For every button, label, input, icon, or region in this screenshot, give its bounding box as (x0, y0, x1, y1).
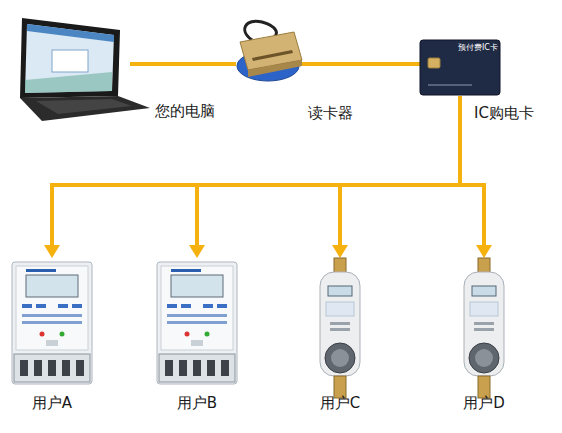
laptop-keyboard (36, 99, 132, 114)
card-reader-node: 读卡器 (236, 28, 302, 84)
connector-line (52, 96, 460, 248)
connector (130, 64, 236, 65)
user-meter-node: 用户A (10, 258, 94, 412)
node-label: 用户A (0, 394, 114, 412)
electric-meter (12, 262, 92, 384)
connector (44, 96, 460, 258)
card-print: 预付费IC卡 (458, 42, 498, 53)
arrow-head (332, 245, 348, 258)
computer-node: 您的电脑 (12, 18, 130, 118)
node-label: 用户C (292, 394, 388, 412)
electric-meter (157, 262, 237, 384)
laptop-screen-frame (20, 18, 120, 98)
laptop-wallpaper (25, 72, 112, 93)
arrow-head (189, 245, 205, 258)
reader-slot (252, 50, 293, 61)
connector-line (197, 96, 460, 248)
laptop-window (52, 50, 88, 72)
laptop-screen-bar (27, 24, 114, 42)
node-label: 用户B (135, 394, 259, 412)
reader-box-front (248, 60, 302, 77)
ic-card-stripe (428, 84, 472, 86)
water-meter (464, 258, 504, 398)
water-meter (320, 258, 360, 398)
connector-line (302, 62, 420, 66)
ic-card-chip (428, 58, 440, 68)
user-meter-node: 用户D (456, 258, 512, 412)
connector (189, 96, 460, 258)
connector-line (130, 62, 236, 66)
ic-card-body (420, 40, 500, 95)
connector (302, 64, 420, 65)
node-label: IC购电卡 (474, 104, 534, 122)
node-label: 您的电脑 (155, 102, 215, 120)
connector-line (340, 96, 460, 248)
node-label: 读卡器 (308, 104, 353, 122)
node-label: 用户D (436, 394, 532, 412)
user-meter-node: 用户B (155, 258, 239, 412)
arrow-head (44, 245, 60, 258)
arrow-head (476, 245, 492, 258)
laptop-base (20, 96, 150, 121)
user-meter-node: 用户C (312, 258, 368, 412)
laptop-screen (25, 24, 114, 93)
